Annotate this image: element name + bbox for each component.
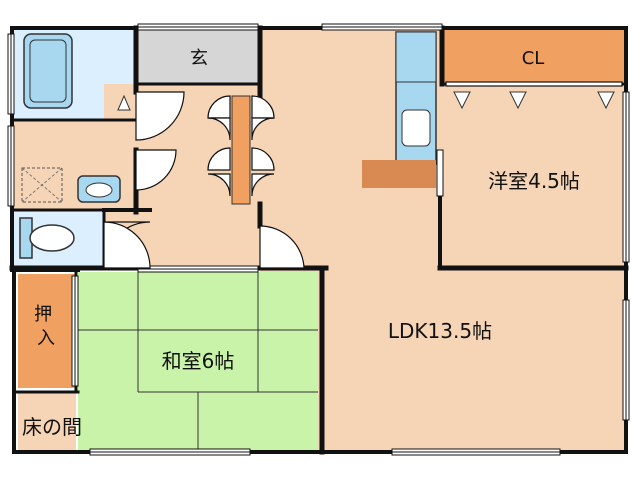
hall-double-doors-left xyxy=(207,95,231,197)
label-genkan: 玄 xyxy=(190,48,208,69)
washing-machine-pan-icon xyxy=(21,167,63,203)
faucet-icon xyxy=(117,94,131,111)
sink-icon xyxy=(401,109,431,147)
label-western-room: 洋室4.5帖 xyxy=(488,169,580,193)
label-closet: CL xyxy=(522,48,545,69)
fixtures xyxy=(19,31,615,259)
oshiire-floor xyxy=(18,274,76,388)
toilet-icon xyxy=(19,217,75,259)
doors xyxy=(103,81,623,269)
room-labels: 玄 CL 洋室4.5帖 LDK13.5帖 和室6帖 押 入 床の間 xyxy=(22,48,580,439)
washroom-door-swing xyxy=(135,149,177,191)
hall-double-doors-right xyxy=(251,95,275,197)
closet-floor xyxy=(442,30,624,82)
tokonoma-floor xyxy=(18,392,76,452)
wash-basin-icon xyxy=(77,175,121,203)
counter-extension xyxy=(362,160,436,188)
tatami-lines xyxy=(78,272,318,452)
genkan-floor xyxy=(138,28,258,84)
closet-hangers-icon xyxy=(453,91,615,110)
closet-sliding-doors xyxy=(445,81,623,87)
ldk-door-swing xyxy=(259,225,305,269)
windows xyxy=(7,23,630,456)
western-room-floor xyxy=(442,84,624,268)
bath-door-swing xyxy=(135,91,185,141)
kitchen-counter xyxy=(395,31,437,165)
label-oshiire: 押 入 xyxy=(34,304,58,349)
label-ldk: LDK13.5帖 xyxy=(388,319,492,343)
label-japanese-room: 和室6帖 xyxy=(162,349,235,373)
bathtub-icon xyxy=(23,33,73,109)
label-tokonoma: 床の間 xyxy=(22,415,82,439)
shoe-cabinet xyxy=(231,95,251,205)
